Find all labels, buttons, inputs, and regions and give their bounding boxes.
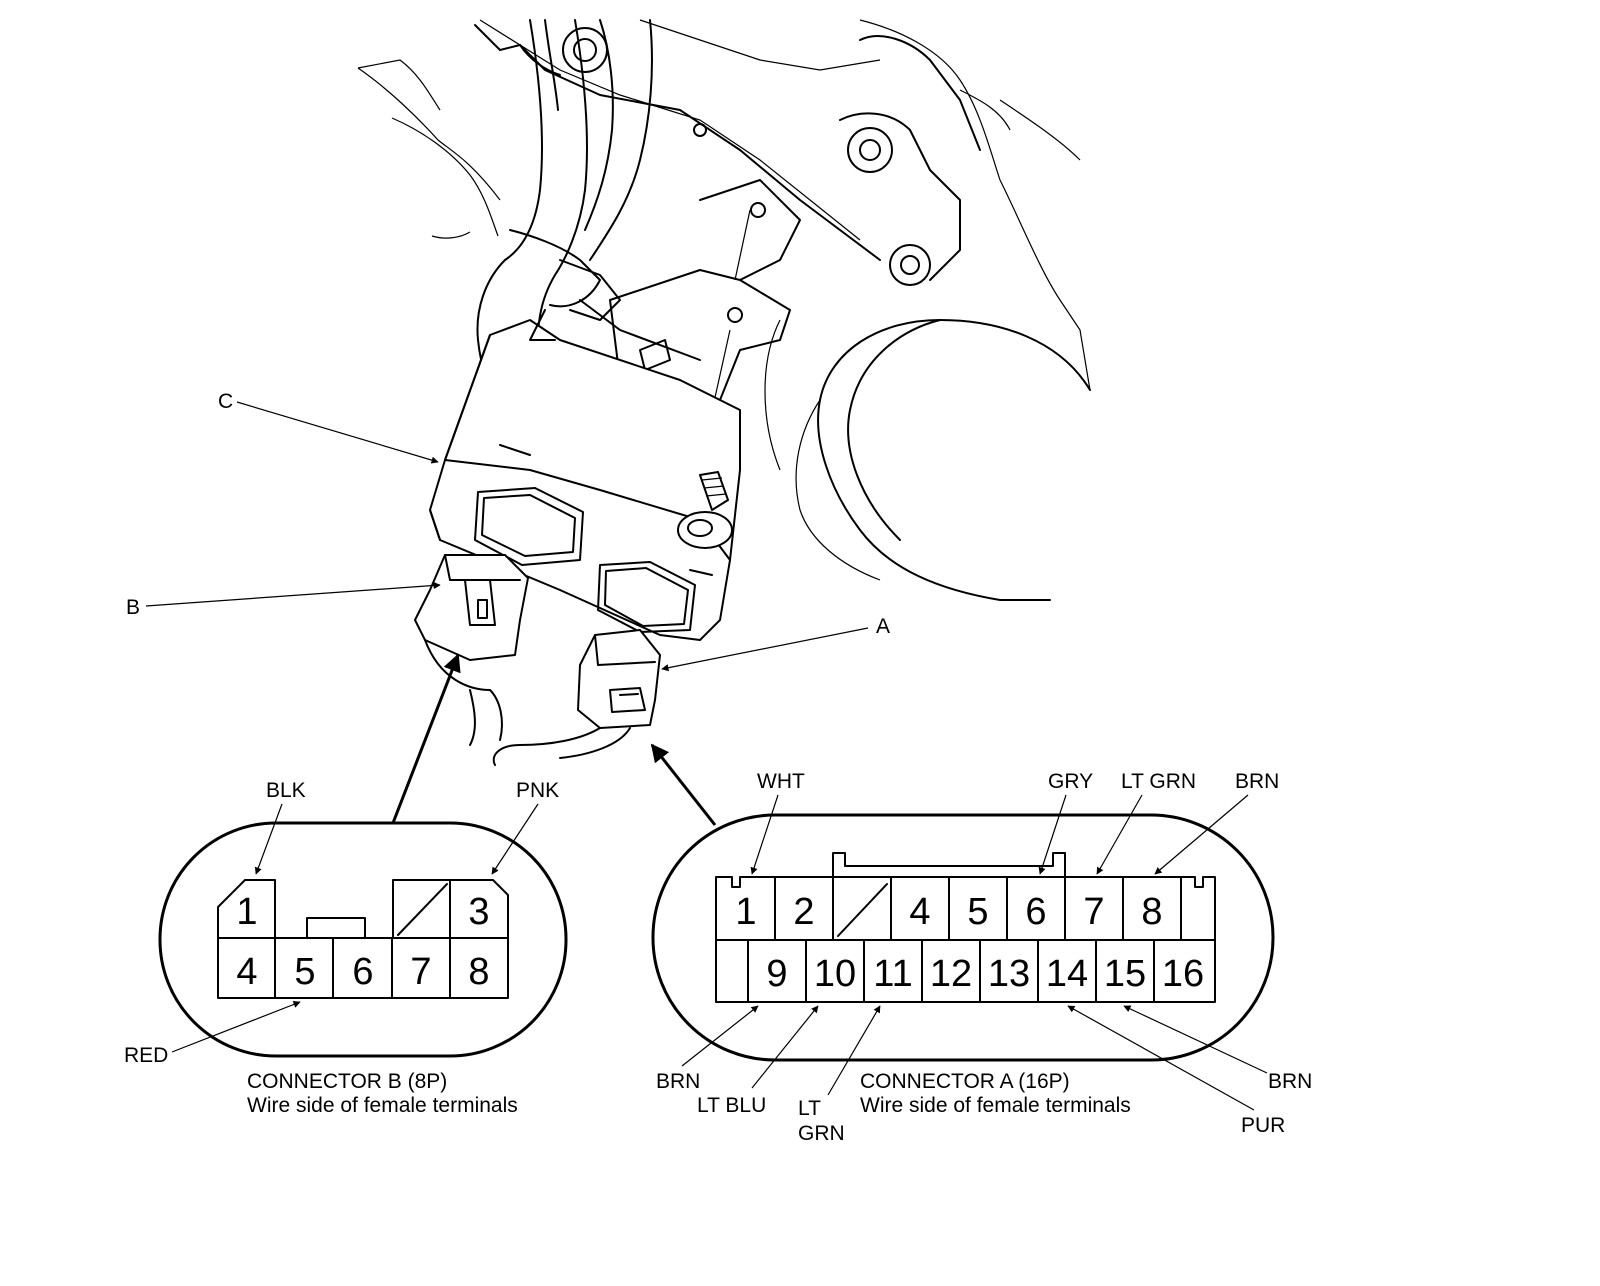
connector-b-pin-5: 5 [294, 951, 315, 993]
connector-a-pin-1: 1 [735, 891, 756, 933]
connector-b-pin-8: 8 [468, 951, 489, 993]
wire-label-wht: WHT [757, 770, 805, 793]
connector-a-pin-16: 16 [1162, 953, 1204, 995]
connector-b-pin-4: 4 [236, 951, 257, 993]
detail-pointer-arrows [391, 653, 717, 826]
connector-a-title: CONNECTOR A (16P) [860, 1070, 1070, 1093]
connector-b-title: CONNECTOR B (8P) [247, 1070, 447, 1093]
connector-a-pin-11: 11 [873, 953, 912, 995]
wire-label-blk: BLK [266, 779, 306, 802]
connector-b-pin-3: 3 [468, 891, 489, 933]
wire-label-lt-grn-line2: GRN [798, 1122, 845, 1145]
connector-a-pin-15: 15 [1104, 953, 1146, 995]
connector-a-pin-8: 8 [1141, 891, 1162, 933]
wire-label-brn-right: BRN [1268, 1070, 1312, 1093]
engine-background-art [357, 19, 1091, 601]
connector-a-outline [651, 813, 1275, 1062]
wire-label-brn-top: BRN [1235, 770, 1279, 793]
wire-label-gry: GRY [1048, 770, 1093, 793]
connector-a-pin-10: 10 [814, 953, 856, 995]
connector-a-detail [651, 813, 1275, 1062]
connector-b-wire-leaders [171, 803, 539, 1053]
callout-b-label: B [126, 596, 140, 619]
wire-label-red: RED [124, 1044, 168, 1067]
wire-label-pur: PUR [1241, 1114, 1285, 1137]
callout-a-label: A [876, 615, 890, 638]
connector-a-pin-9: 9 [766, 953, 787, 995]
connector-a-pin-13: 13 [988, 953, 1030, 995]
callout-c-label: C [218, 390, 233, 413]
wire-label-lt-grn-line1: LT [798, 1097, 821, 1120]
callout-leaders [145, 401, 869, 672]
connector-a-pin-5: 5 [967, 891, 988, 933]
connector-b-outline [158, 821, 568, 1058]
wire-label-lt-blu: LT BLU [697, 1094, 766, 1117]
connector-a-pin-14: 14 [1046, 953, 1088, 995]
connector-b-body [414, 554, 529, 746]
connector-b-pin-6: 6 [352, 951, 373, 993]
connector-a-pin-12: 12 [930, 953, 972, 995]
connector-b-detail [158, 821, 568, 1058]
connector-a-body [492, 629, 661, 766]
connector-a-subtitle: Wire side of female terminals [860, 1094, 1131, 1117]
connector-a-pin-7: 7 [1083, 891, 1104, 933]
wire-label-pnk: PNK [516, 779, 559, 802]
connector-a-pin-2: 2 [793, 891, 814, 933]
connector-a-pin-4: 4 [909, 891, 930, 933]
connector-b-pin-1: 1 [236, 891, 257, 933]
connector-a-pin-6: 6 [1025, 891, 1046, 933]
connector-b-pin-7: 7 [410, 951, 431, 993]
wire-label-lt-grn-top: LT GRN [1121, 770, 1196, 793]
connector-b-subtitle: Wire side of female terminals [247, 1094, 518, 1117]
connector-a-wire-leaders [681, 794, 1268, 1111]
wire-label-brn-left: BRN [656, 1070, 700, 1093]
